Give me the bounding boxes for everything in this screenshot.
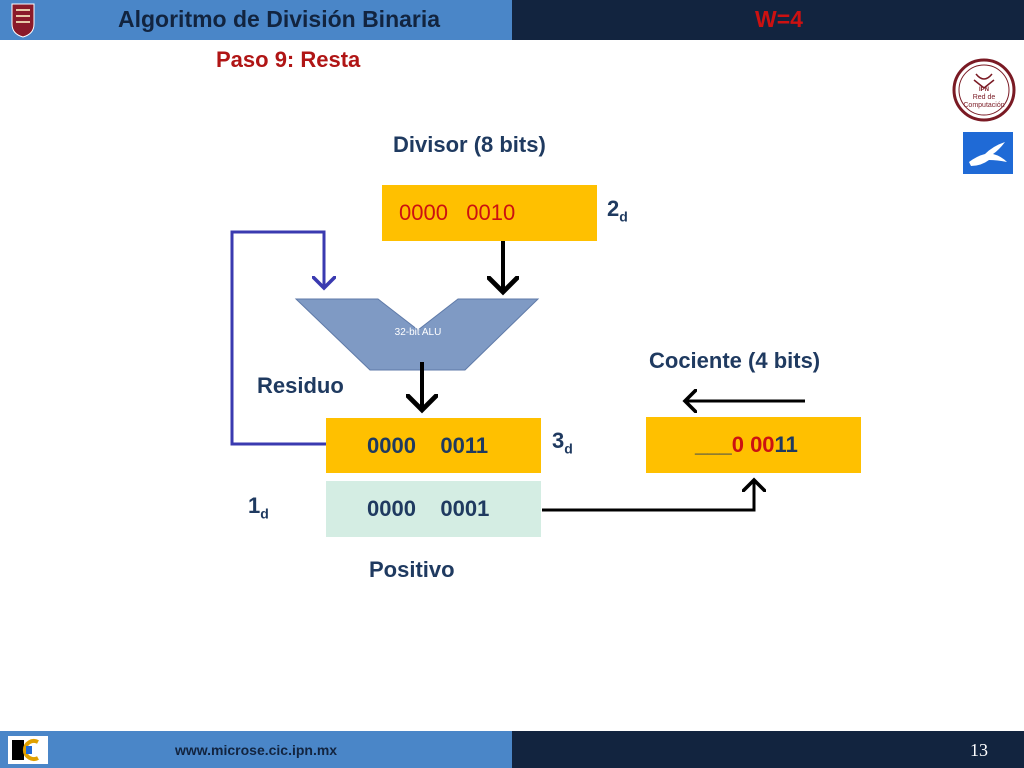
page-number: 13: [970, 740, 988, 760]
ipn-logo-icon: [11, 3, 35, 38]
sign-label: Positivo: [369, 557, 455, 582]
seal-line1: Red de: [972, 94, 996, 101]
residuo-label: Residuo: [257, 373, 344, 398]
w-parameter: W=4: [755, 6, 803, 32]
residuo-decimal-subscript: d: [564, 440, 573, 457]
divisor-decimal: 2d: [607, 196, 628, 224]
cociente-label: Cociente (4 bits): [649, 348, 821, 373]
divisor-decimal-number: 2: [607, 196, 620, 221]
divisor-decimal-subscript: d: [619, 208, 628, 225]
step-title: Paso 9: Resta: [216, 47, 361, 72]
page-title: Algoritmo de División Binaria: [118, 6, 441, 32]
residuo-decimal-number: 3: [552, 428, 565, 453]
seal-line2: Computación: [963, 102, 1005, 109]
cociente-prefix: ___: [695, 432, 732, 457]
seal-top-text: IPN: [978, 87, 989, 93]
footer-bar-right: [512, 731, 1024, 768]
divisor-value: 0000 0010: [399, 200, 516, 225]
divisor-register: 0000 0010: [382, 185, 597, 241]
cociente-red-digits: 0 00: [731, 432, 775, 457]
alu-shape: [294, 298, 540, 371]
divisor-label: Divisor (8 bits): [393, 132, 546, 157]
result-value: 0000 0001: [367, 496, 490, 521]
result-to-cociente-line: [542, 480, 754, 512]
residuo-decimal: 3d: [552, 428, 573, 456]
residuo-value: 0000 0011: [367, 432, 489, 458]
result-decimal-number: 1: [248, 493, 261, 518]
cociente-black-digits: 11: [774, 432, 798, 457]
result-decimal-subscript: d: [260, 505, 269, 522]
residuo-register: 0000 0011: [326, 418, 541, 473]
result-decimal: 1d: [248, 493, 269, 521]
footer-url[interactable]: www.microse.cic.ipn.mx: [175, 742, 338, 758]
red-computacion-seal-icon: [952, 58, 1016, 122]
header-bar-right: [512, 0, 1024, 40]
header-bar-left: [0, 0, 512, 40]
lizard-logo-icon: [963, 132, 1013, 174]
red-computacion-logo: IPN Red de Computación: [952, 58, 1016, 122]
residuo-feedback-line: [230, 230, 327, 446]
cic-logo-icon: [8, 736, 48, 764]
alu-label: 32-bit ALU: [394, 327, 442, 338]
result-register: 0000 0001: [326, 481, 541, 537]
footer-bar-left: [0, 731, 512, 768]
